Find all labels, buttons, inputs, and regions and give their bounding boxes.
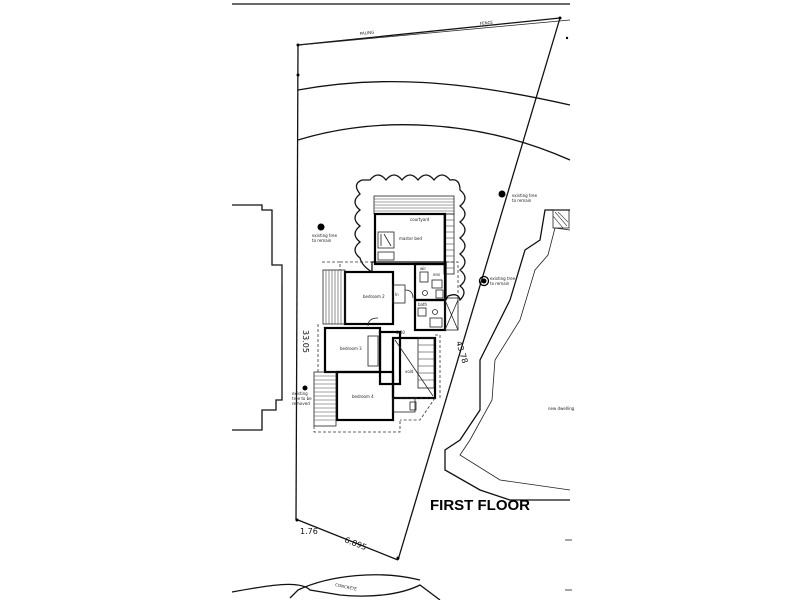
new-dwelling-label: new dwelling [548, 406, 575, 411]
wardrobe [377, 251, 395, 261]
concrete-label: CONCRETE [335, 582, 358, 592]
dashed-outline [400, 397, 436, 421]
dashed-outline [322, 261, 341, 270]
concrete-path-2 [289, 574, 421, 599]
deck-left-top-hatch [325, 270, 342, 324]
deck-top-hatch [374, 198, 454, 212]
deck-left-top [322, 269, 346, 325]
bedroom-3-label: bedroom 3 [340, 346, 362, 351]
dashed-outline [446, 261, 459, 298]
boundary-right [397, 17, 561, 561]
dashed-outline [313, 420, 401, 433]
tree-bottom-label-3: removed [292, 401, 310, 406]
tree-left-label: existing tree [312, 233, 338, 238]
marker-point [558, 16, 562, 20]
void-label: void [405, 369, 414, 374]
road-curve-1 [297, 80, 571, 106]
tree-right-top-icon [498, 190, 506, 198]
deck-left-bottom-hatch [314, 375, 336, 421]
bed-icon [377, 231, 395, 249]
linen-label: ln [395, 292, 399, 297]
marker-point [396, 556, 400, 560]
road-curve-2 [297, 124, 571, 161]
drawing-title: FIRST FLOOR [430, 497, 530, 514]
tree-bottom-label-2: tree to be [292, 396, 312, 401]
marker-point [296, 73, 300, 77]
marker-point [565, 36, 569, 40]
tree-right-top-label: existing tree [512, 193, 538, 198]
tree-canopy-outline [354, 174, 466, 302]
tree-right-mid-label-2: to remain [490, 281, 510, 286]
fence-label: FENCE [480, 20, 494, 26]
tree-right-top-label-2: to remain [512, 198, 532, 203]
neighbour-building-left [232, 204, 283, 431]
stair-treads [418, 344, 434, 381]
right-boundary-dimension: 43.78 [454, 340, 469, 365]
door-swing [404, 289, 414, 299]
master-bed-label: master bed [399, 236, 422, 241]
boundary-left [295, 44, 299, 521]
top-mark-label: 8.30 [396, 330, 405, 335]
fence-line [299, 19, 571, 46]
concrete-path [231, 583, 441, 600]
bedroom-2-label: bedroom 2 [363, 294, 385, 299]
door-swing [367, 317, 379, 327]
stair [417, 337, 435, 389]
boundary-bottom [297, 519, 399, 561]
marker-point [295, 518, 299, 522]
robe-3 [367, 335, 379, 367]
left-boundary-dimension: 33.05 [301, 330, 310, 353]
neighbour-building-right-inner [459, 227, 571, 491]
tree-left-icon [317, 223, 325, 231]
tree-bottom-label: existing [292, 391, 308, 396]
tree-left-label-2: to remain [312, 238, 332, 243]
tree-bottom-icon [302, 385, 308, 391]
linen-closet [392, 284, 406, 304]
neighbour-stairs [552, 209, 570, 229]
hall [378, 330, 402, 386]
boundary-top [297, 17, 561, 46]
ens-label: ens [433, 272, 440, 277]
tree-right-mid-label: existing tree [490, 276, 516, 281]
bottom-long-dimension: 6.895 [343, 535, 368, 552]
tree-right-mid-icon [478, 275, 490, 287]
courtyard-label: courtyard [410, 217, 430, 222]
bottom-short-dimension: 1.76 [300, 527, 318, 536]
master-bed-room [373, 212, 447, 266]
neighbour-building-right [444, 209, 570, 501]
deck-left-bottom [313, 371, 337, 427]
void-cross [394, 339, 434, 397]
tree-right-mid-icon-core [481, 278, 487, 284]
bedroom-4-label: bedroom 4 [352, 394, 374, 399]
wir-label: wir [420, 266, 426, 271]
stair-landing [392, 397, 416, 413]
bath-label: bath [418, 302, 428, 307]
bedroom-4-room [335, 370, 395, 422]
marker-point [296, 43, 300, 47]
dashed-outline [435, 334, 441, 398]
paling-label: PALING [360, 30, 375, 36]
